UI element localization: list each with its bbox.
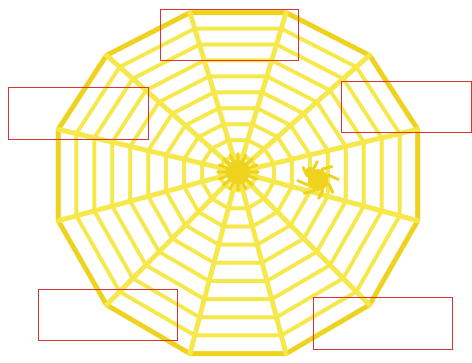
label-box-bottom-left[interactable] (38, 289, 178, 341)
label-box-bottom-right[interactable] (313, 297, 453, 350)
web-hub (218, 154, 258, 190)
label-box-right[interactable] (341, 81, 472, 133)
label-box-top[interactable] (160, 9, 299, 61)
label-box-left[interactable] (8, 87, 149, 140)
